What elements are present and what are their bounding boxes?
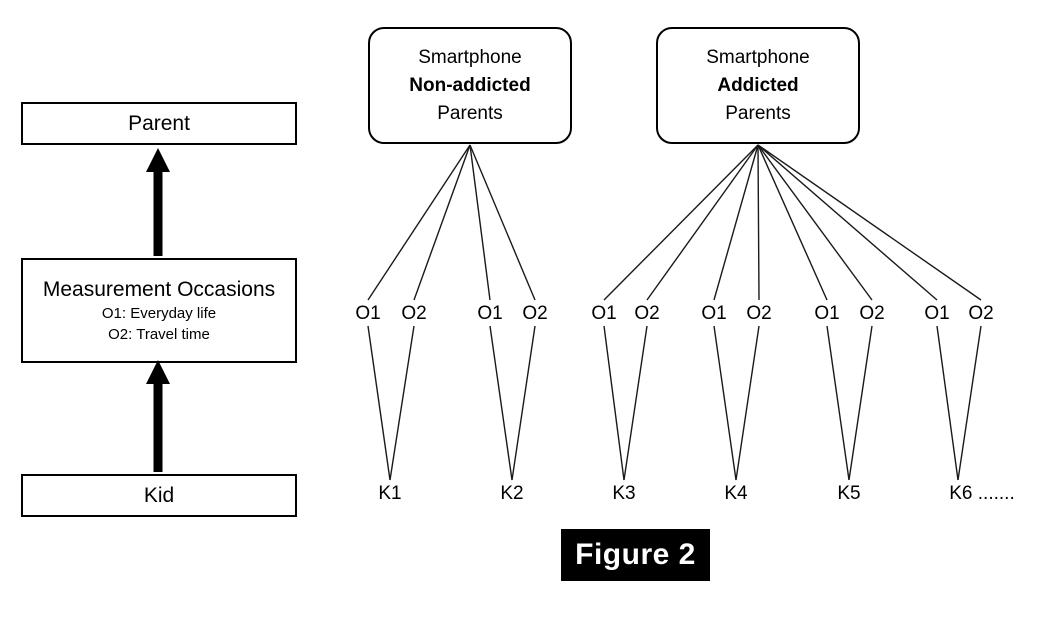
fan-edge-group1-11 — [757, 144, 982, 301]
legend-parent-title: Parent — [128, 111, 190, 135]
occasion-to-kid-edges — [367, 325, 982, 481]
fan-edge-group1-7 — [757, 144, 760, 301]
v-edge-kid1-o0 — [489, 325, 513, 481]
fan-edge-group1-8 — [757, 144, 828, 301]
fan-edge-group1-6 — [713, 144, 759, 301]
legend-occasions-sub-o1: O1: Everyday life — [101, 304, 217, 322]
v-edge-kid2-o0 — [603, 325, 625, 481]
occasion-label-9: O2 — [859, 303, 885, 324]
occasion-label-3: O2 — [522, 303, 548, 324]
occasion-label-0: O1 — [355, 303, 381, 324]
kid-label-5: K6 ....... — [949, 483, 1015, 504]
occasion-label-8: O1 — [814, 303, 840, 324]
fan-edge-group0-1 — [413, 144, 471, 301]
v-edge-kid0-o0 — [367, 325, 391, 481]
occasion-label-7: O2 — [746, 303, 772, 324]
group-non-addicted-line3: Parents — [437, 102, 503, 124]
group-box-non-addicted-parents: Smartphone Non-addicted Parents — [368, 27, 572, 144]
v-edge-kid5-o1 — [957, 325, 982, 481]
figure-caption: Figure 2 — [561, 529, 710, 581]
fan-edge-group1-4 — [603, 144, 759, 301]
fan-edge-group0-2 — [469, 144, 491, 301]
legend-occasions-sub-o2: O2: Travel time — [108, 325, 210, 343]
fan-edge-group0-3 — [469, 144, 536, 301]
v-edge-kid4-o0 — [826, 325, 850, 481]
v-edge-kid4-o1 — [848, 325, 873, 481]
fan-edge-group1-10 — [757, 144, 938, 301]
group-addicted-line2: Addicted — [717, 74, 799, 96]
legend-kid-title: Kid — [143, 483, 175, 507]
v-edge-kid3-o0 — [713, 325, 737, 481]
group-box-addicted-parents: Smartphone Addicted Parents — [656, 27, 860, 144]
legend-occasions-title: Measurement Occasions — [42, 277, 276, 301]
kid-label-4: K5 — [837, 483, 861, 504]
occasion-label-1: O2 — [401, 303, 427, 324]
legend-box-measurement-occasions: Measurement Occasions O1: Everyday life … — [21, 258, 297, 363]
v-edge-kid2-o1 — [623, 325, 648, 481]
group-non-addicted-line2: Non-addicted — [409, 74, 531, 96]
group-non-addicted-line1: Smartphone — [418, 46, 522, 68]
occasion-label-10: O1 — [924, 303, 950, 324]
v-edge-kid5-o0 — [936, 325, 959, 481]
fan-edge-group0-0 — [367, 144, 471, 301]
fan-edge-group1-9 — [757, 144, 873, 301]
v-edge-kid3-o1 — [735, 325, 760, 481]
v-edge-kid1-o1 — [511, 325, 536, 481]
group-addicted-line1: Smartphone — [706, 46, 810, 68]
kid-label-2: K3 — [612, 483, 636, 504]
legend-box-kid: Kid — [21, 474, 297, 517]
v-edge-kid0-o1 — [389, 325, 415, 481]
kid-label-0: K1 — [378, 483, 402, 504]
kid-label-3: K4 — [724, 483, 748, 504]
group-addicted-line3: Parents — [725, 102, 791, 124]
legend-box-parent: Parent — [21, 102, 297, 145]
fan-edge-group1-5 — [646, 144, 759, 301]
occasion-label-5: O2 — [634, 303, 660, 324]
occasion-label-4: O1 — [591, 303, 617, 324]
occasion-label-11: O2 — [968, 303, 994, 324]
parent-to-occasion-edges — [367, 144, 982, 301]
kid-label-1: K2 — [500, 483, 524, 504]
occasion-label-6: O1 — [701, 303, 727, 324]
occasion-label-2: O1 — [477, 303, 503, 324]
